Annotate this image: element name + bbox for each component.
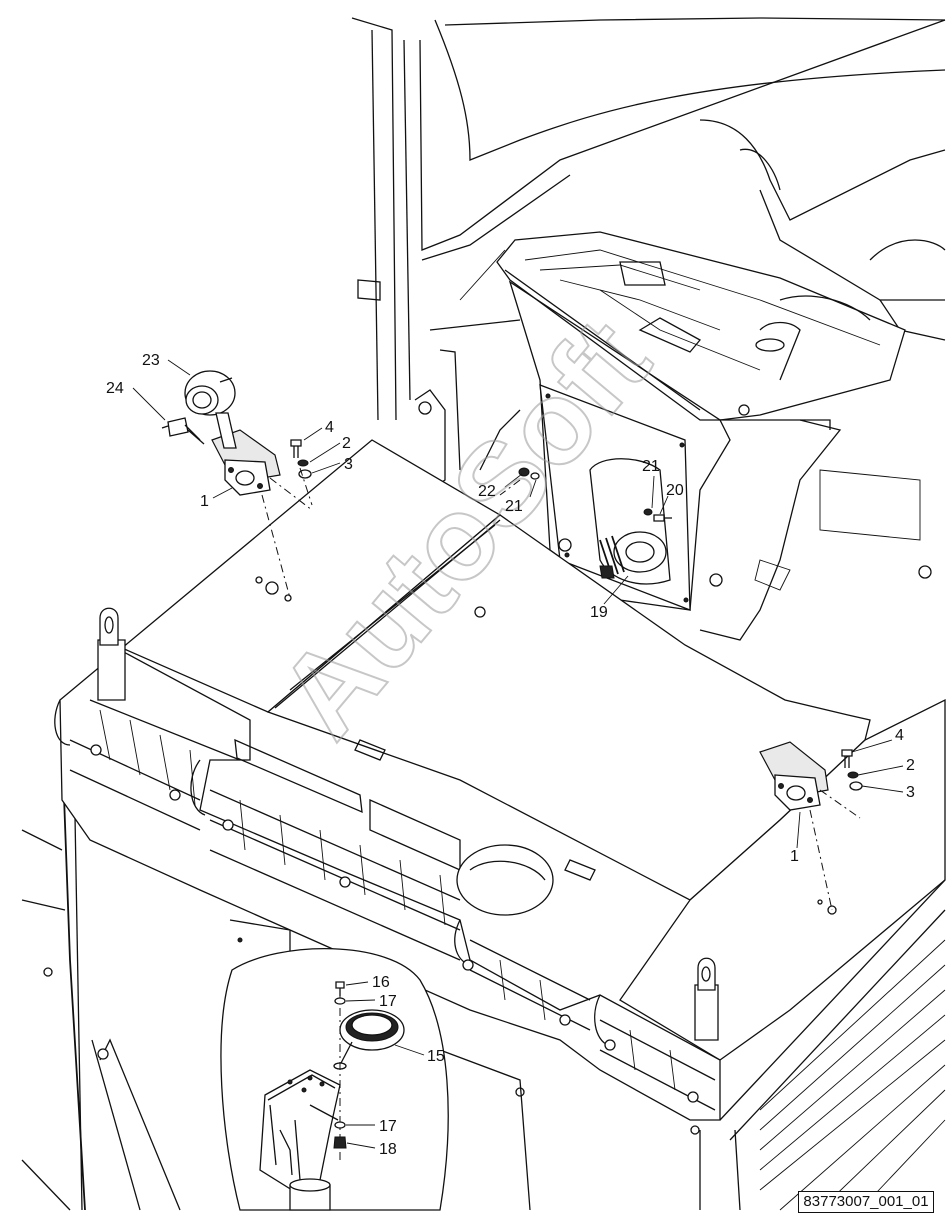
item-19-horn: [558, 531, 667, 579]
horn-mounting-bracket: [259, 1069, 341, 1211]
callout-16: 16: [372, 974, 390, 991]
callout-20: 20: [666, 482, 684, 499]
item-15-horn-disc: [333, 990, 405, 1160]
callout-leader-lines: [132, 359, 904, 1149]
callout-21-left: 21: [505, 498, 523, 515]
cab-side-panel: [21, 741, 531, 1211]
item-4-2-3-hardware-upper: [290, 439, 313, 506]
callout-15: 15: [427, 1048, 445, 1065]
callout-19: 19: [590, 604, 608, 621]
detail-inset-bubble: [220, 947, 449, 1211]
item-1-hinge-bracket-right: [759, 741, 861, 911]
callout-1-upper: 1: [200, 493, 209, 510]
callout-24: 24: [106, 380, 124, 397]
callout-3-right: 3: [906, 784, 915, 801]
callout-4-right: 4: [895, 727, 904, 744]
callout-23: 23: [142, 352, 160, 369]
item-24-bulb: [161, 417, 205, 445]
callout-17-lower: 17: [379, 1118, 397, 1135]
callout-18: 18: [379, 1141, 397, 1158]
operator-seat: [434, 17, 946, 341]
side-louvres: [699, 879, 946, 1211]
hood-lift-eyes: [97, 607, 719, 1041]
callout-4-upper: 4: [325, 419, 334, 436]
callout-21-right: 21: [642, 458, 660, 475]
callout-3-upper: 3: [344, 456, 353, 473]
radiator-grille: [54, 649, 721, 1135]
callout-1-right: 1: [790, 848, 799, 865]
item-23-work-lamp: [184, 370, 237, 449]
callout-17-upper: 17: [379, 993, 397, 1010]
callout-2-upper: 2: [342, 435, 351, 452]
centre-hood-cover: [266, 514, 871, 901]
callout-labels: 23 24 4 2 3 1 21 20 22 21 19 4 2 3 1 16 …: [106, 352, 915, 1158]
callout-2-right: 2: [906, 757, 915, 774]
document-id-box: 83773007_001_01: [798, 1191, 934, 1213]
item-16-17-18-fasteners: [333, 981, 347, 1149]
cab-frame-lines: [351, 17, 946, 491]
callout-22: 22: [478, 483, 496, 500]
